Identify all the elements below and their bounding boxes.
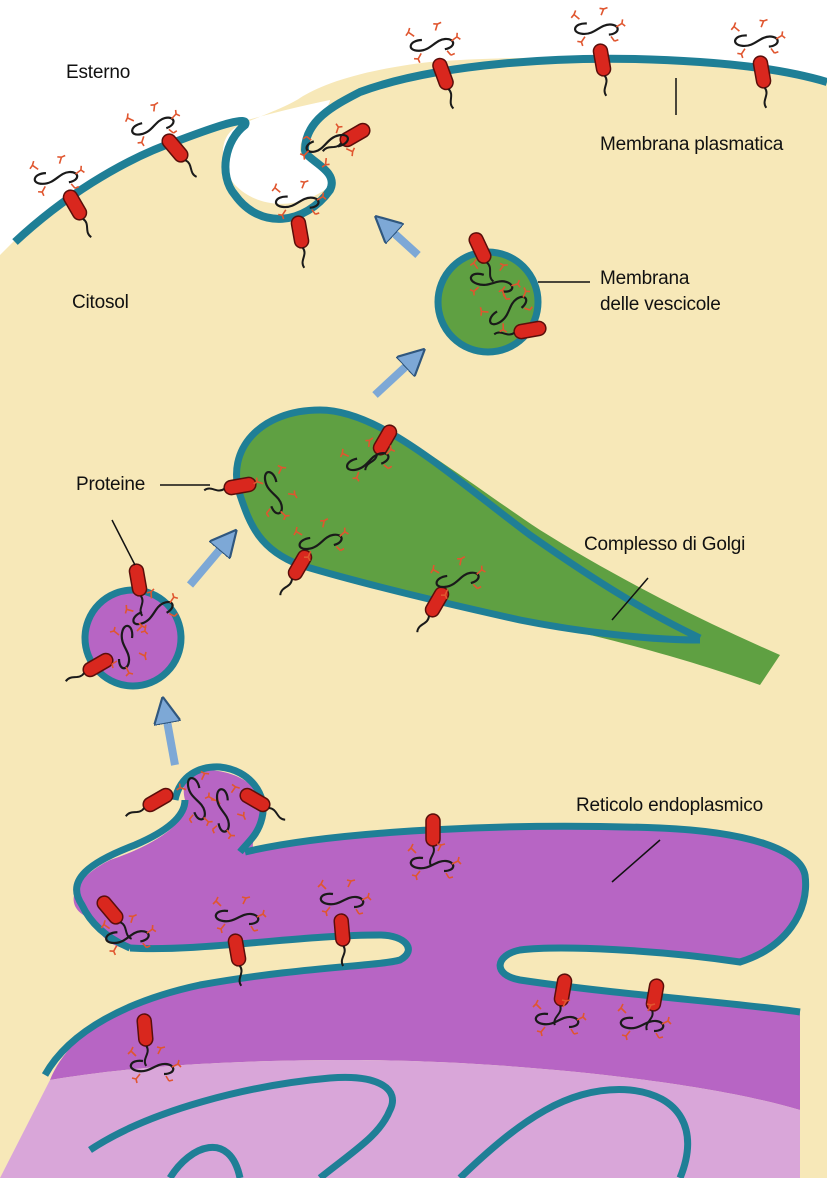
- label-plasma-membrane: Membrana plasmatica: [600, 132, 783, 158]
- label-vesicle-membrane-line2: delle vescicole: [600, 292, 721, 318]
- label-golgi: Complesso di Golgi: [584, 532, 745, 558]
- label-vesicle-membrane-line1: Membrana: [600, 266, 689, 292]
- label-er: Reticolo endoplasmico: [576, 793, 763, 819]
- label-cytosol: Citosol: [72, 290, 129, 316]
- label-outside: Esterno: [66, 60, 130, 86]
- label-proteins: Proteine: [76, 472, 145, 498]
